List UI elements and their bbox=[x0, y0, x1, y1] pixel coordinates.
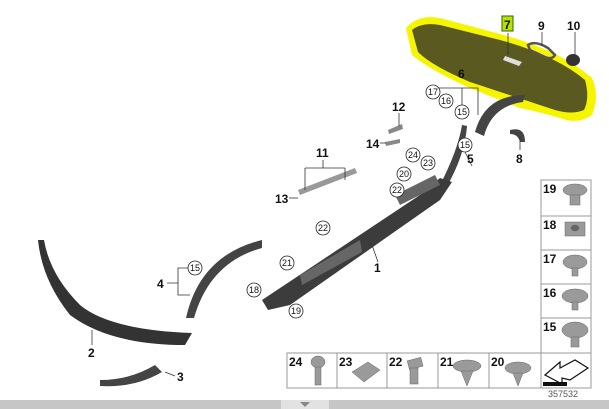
fastener-19-label: 19 bbox=[543, 182, 557, 196]
parts-diagram: 1 2 3 4 5 6 7 8 9 10 11 12 13 14 15 15 1… bbox=[38, 15, 596, 389]
callout-21: 21 bbox=[282, 258, 292, 268]
label-1: 1 bbox=[374, 261, 381, 275]
fastener-16-label: 16 bbox=[543, 286, 557, 300]
part-3[interactable] bbox=[100, 365, 162, 387]
callout-18: 18 bbox=[249, 285, 259, 295]
diagram-reference-number: 357532 bbox=[548, 389, 579, 399]
label-10: 10 bbox=[567, 19, 581, 33]
callout-23: 23 bbox=[423, 158, 433, 168]
part-2[interactable] bbox=[38, 240, 192, 345]
part-8[interactable] bbox=[510, 129, 525, 142]
part-12[interactable] bbox=[388, 124, 403, 134]
part-14[interactable] bbox=[385, 139, 400, 146]
fastener-17-label: 17 bbox=[543, 252, 557, 266]
direction-arrow-icon bbox=[543, 359, 590, 385]
callout-15: 15 bbox=[190, 263, 200, 273]
part-7-highlight[interactable] bbox=[406, 17, 596, 121]
callout-22: 22 bbox=[318, 223, 328, 233]
part-4[interactable] bbox=[186, 240, 262, 318]
part-10[interactable] bbox=[566, 54, 580, 66]
label-6: 6 bbox=[458, 67, 465, 81]
callout-17: 17 bbox=[428, 87, 438, 97]
fastener-21-label: 21 bbox=[440, 355, 454, 369]
callout-24: 24 bbox=[408, 150, 418, 160]
label-14: 14 bbox=[366, 137, 380, 151]
part-9[interactable] bbox=[526, 41, 557, 60]
callout-16: 16 bbox=[441, 96, 451, 106]
fastener-20-label: 20 bbox=[491, 355, 505, 369]
label-12: 12 bbox=[392, 100, 406, 114]
label-11: 11 bbox=[316, 146, 329, 160]
fastener-icons bbox=[310, 183, 589, 387]
chevron-down-icon bbox=[300, 402, 310, 407]
callout-20: 20 bbox=[399, 169, 409, 179]
fastener-23-label: 23 bbox=[339, 355, 353, 369]
label-4: 4 bbox=[157, 277, 164, 291]
fastener-24-label: 24 bbox=[289, 355, 303, 369]
label-9: 9 bbox=[538, 19, 545, 33]
part-11[interactable] bbox=[298, 168, 357, 195]
callout-22: 22 bbox=[392, 185, 402, 195]
label-13: 13 bbox=[275, 192, 289, 206]
fastener-22-label: 22 bbox=[389, 355, 403, 369]
fastener-15-label: 15 bbox=[543, 320, 557, 334]
label-8: 8 bbox=[516, 152, 523, 166]
label-3: 3 bbox=[177, 370, 184, 384]
label-2: 2 bbox=[88, 346, 95, 360]
fastener-18-label: 18 bbox=[543, 218, 557, 232]
callout-19: 19 bbox=[291, 306, 301, 316]
leader-lines bbox=[91, 32, 576, 377]
part-6[interactable] bbox=[475, 95, 525, 136]
part-5[interactable] bbox=[440, 125, 467, 188]
collapse-toggle-button[interactable] bbox=[281, 400, 329, 409]
callout-15: 15 bbox=[460, 140, 470, 150]
label-5: 5 bbox=[467, 152, 474, 166]
callout-15: 15 bbox=[457, 107, 467, 117]
label-7: 7 bbox=[504, 18, 511, 32]
